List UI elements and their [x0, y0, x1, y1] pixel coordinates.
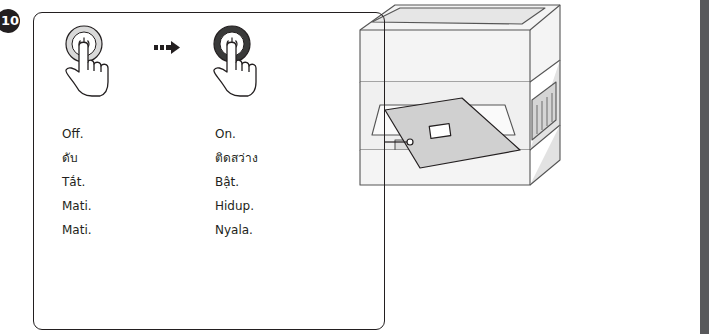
state-label: Hidup. [215, 199, 254, 213]
state-label: On. [215, 127, 236, 141]
transition-arrow [154, 41, 180, 54]
state-label: Tắt. [62, 175, 85, 189]
pressing-hand [214, 42, 256, 96]
state-label: Off. [62, 127, 84, 141]
printer [360, 5, 560, 185]
state-label: Mati. [62, 199, 92, 213]
state-label: ติดสว่าง [215, 151, 258, 165]
step-disc [0, 9, 20, 33]
divider-bar [700, 0, 709, 334]
control-panel [384, 98, 520, 168]
pressing-hand [66, 42, 108, 96]
instruction-panel: Off. ดับ Tắt. Mati. Mati. On. ติดสว่าง Bật. Hidu… [33, 12, 385, 330]
callout-number: 10 [1, 13, 19, 29]
state-label: Nyala. [215, 223, 253, 237]
state-label: Mati. [62, 223, 92, 237]
state-label: Bật. [215, 175, 239, 189]
state-label: ดับ [62, 151, 78, 165]
